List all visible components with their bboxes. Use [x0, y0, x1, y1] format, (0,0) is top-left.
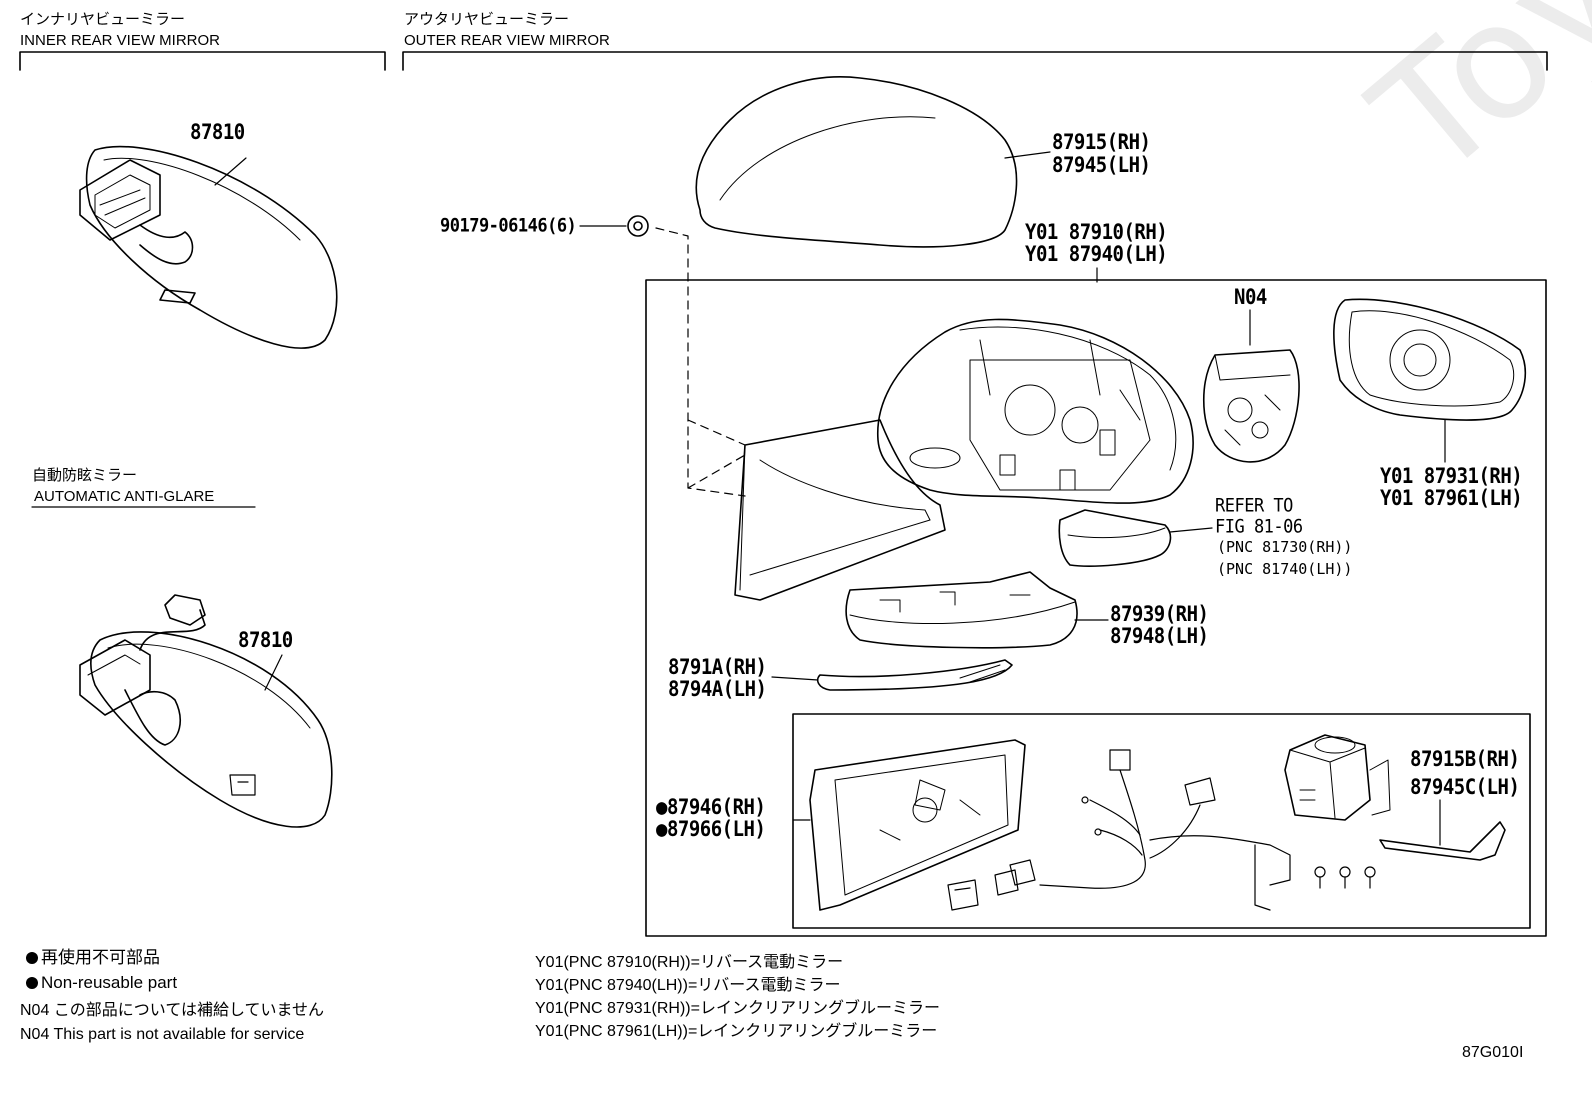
note-line: Y01(PNC 87940(LH))=リバース電動ミラー — [535, 977, 841, 994]
sub-assembly-box — [792, 713, 1531, 929]
part-number-assy-lh: Y01 87940(LH) — [1025, 241, 1168, 267]
inner-mirror-header-en: INNER REAR VIEW MIRROR — [20, 32, 221, 49]
part-number-lamp-rh: 87939(RH) — [1110, 601, 1209, 627]
turn-lamp-drawing — [1058, 509, 1213, 567]
inner-section-bracket — [19, 51, 386, 71]
part-number-motor-lh: 87945C(LH) — [1410, 774, 1520, 800]
refer-to-label: REFER TO — [1215, 494, 1293, 518]
part-number-glass-rh: Y01 87931(RH) — [1380, 463, 1523, 489]
legend-n04-jp: N04 この部品については補給していません — [20, 1002, 325, 1019]
mirror-motor-drawing — [1284, 734, 1391, 821]
motor-bracket-drawing — [1379, 799, 1506, 861]
mirror-cover-drawing — [695, 76, 1051, 248]
wire-harness-drawing — [947, 749, 1291, 911]
auto-anti-glare-header-en: AUTOMATIC ANTI-GLARE — [34, 488, 215, 505]
legend-non-reusable-jp: ● 再使用不可部品 — [26, 948, 160, 967]
pnc-lh-label: (PNC 81740(LH)) — [1217, 560, 1353, 578]
note-line: Y01(PNC 87961(LH))=レインクリアリングブルーミラー — [535, 1023, 938, 1040]
trim-strip-drawing — [771, 659, 1013, 691]
screw-drawing — [579, 215, 746, 497]
bullet-icon — [26, 952, 38, 964]
inner-mirror-bottom-drawing — [79, 594, 333, 828]
figure-id: 87G010I — [1462, 1044, 1524, 1061]
pnc-rh-label: (PNC 81730(RH)) — [1217, 538, 1353, 556]
part-number-screw: 90179-06146(6) — [440, 214, 577, 238]
outer-mirror-header-en: OUTER REAR VIEW MIRROR — [404, 32, 610, 49]
note-line: Y01(PNC 87910(RH))=リバース電動ミラー — [535, 954, 844, 971]
mirror-base-plate-drawing — [687, 419, 946, 601]
part-number-strip-lh: 8794A(LH) — [668, 676, 767, 702]
part-number-cover-lh: 87945(LH) — [1052, 152, 1151, 178]
part-number-glass-lh: Y01 87961(LH) — [1380, 485, 1523, 511]
part-number-inner-mirror: 87810 — [190, 119, 245, 145]
mirror-housing-drawing — [877, 318, 1194, 504]
outer-section-bracket — [402, 51, 1548, 71]
part-number-strip-rh: 8791A(RH) — [668, 654, 767, 680]
sub-mirror-body-drawing — [792, 739, 1026, 911]
lamp-housing-drawing — [845, 571, 1109, 649]
n04-actuator-drawing — [1202, 309, 1300, 463]
legend-non-reusable-en: ● Non-reusable part — [26, 973, 178, 992]
part-number-cover-rh: 87915(RH) — [1052, 129, 1151, 155]
mirror-assembly-box — [645, 279, 1547, 937]
part-number-sub-lh: ●87966(LH) — [656, 816, 766, 842]
part-number-n04: N04 — [1234, 284, 1267, 310]
refer-fig-label: FIG 81-06 — [1215, 515, 1303, 539]
note-line: Y01(PNC 87931(RH))=レインクリアリングブルーミラー — [535, 1000, 940, 1017]
small-screws-drawing — [1314, 866, 1376, 889]
outer-mirror-header-jp: アウタリヤビューミラー — [404, 11, 570, 28]
part-number-inner-mirror-auto: 87810 — [238, 627, 293, 653]
part-number-assy-rh: Y01 87910(RH) — [1025, 219, 1168, 245]
inner-mirror-header-jp: インナリヤビューミラー — [20, 11, 186, 28]
part-number-lamp-lh: 87948(LH) — [1110, 623, 1209, 649]
bullet-icon — [26, 977, 38, 989]
auto-anti-glare-header-jp: 自動防眩ミラー — [32, 467, 138, 484]
part-number-motor-rh: 87915B(RH) — [1410, 746, 1520, 772]
legend-n04-en: N04 This part is not available for servi… — [20, 1026, 305, 1043]
part-number-sub-rh: ●87946(RH) — [656, 794, 766, 820]
mirror-glass-drawing — [1333, 298, 1527, 463]
inner-mirror-top-drawing — [79, 145, 338, 349]
